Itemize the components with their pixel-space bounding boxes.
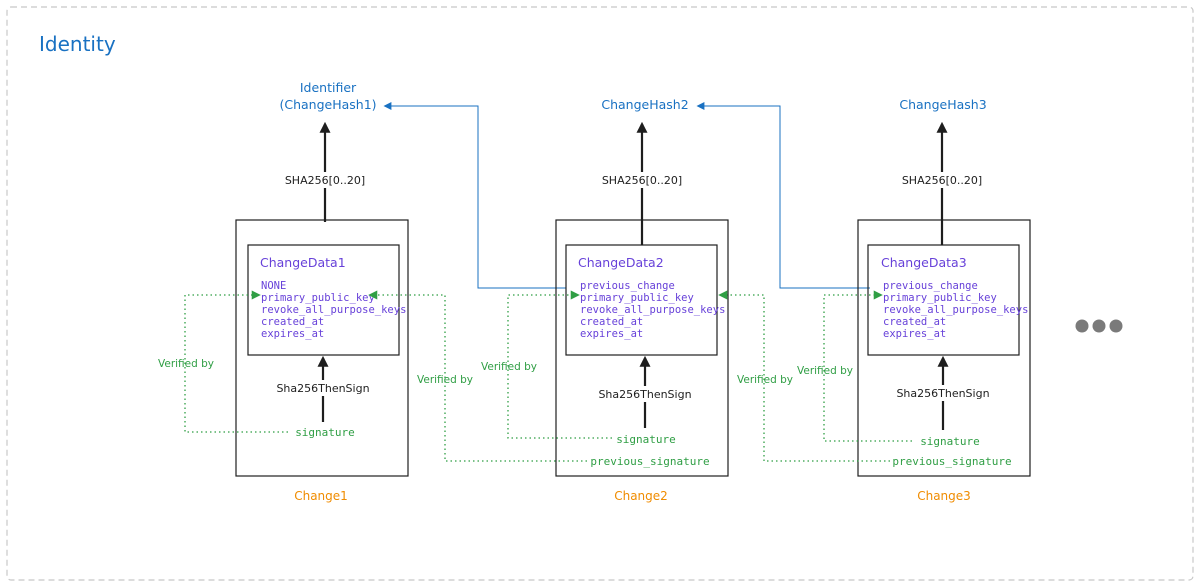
- field: primary_public_key: [261, 292, 375, 304]
- change-3: SHA256[0..20] ChangeData3 previous_chang…: [718, 121, 1031, 503]
- sign-algo-label: Sha256ThenSign: [276, 382, 369, 395]
- identity-title: Identity: [39, 32, 116, 56]
- identifier-label: Identifier: [300, 80, 357, 95]
- change-2: SHA256[0..20] ChangeData2 previous_chang…: [368, 121, 729, 503]
- change-label: Change3: [917, 489, 971, 503]
- signature-label: signature: [920, 435, 980, 448]
- hash-algo-label: SHA256[0..20]: [602, 174, 682, 187]
- field: created_at: [883, 316, 946, 328]
- change-data-box: [867, 244, 1020, 356]
- hash-algo-label: SHA256[0..20]: [902, 174, 982, 187]
- previous-change-link-3: [696, 102, 870, 289]
- change-hash1-label: (ChangeHash1): [279, 97, 376, 112]
- change-hash2-label: ChangeHash2: [601, 97, 688, 112]
- change-label: Change2: [614, 489, 668, 503]
- verified-by-label: Verified by: [417, 374, 473, 386]
- change-label: Change1: [294, 489, 348, 503]
- verify-link-signature: [823, 290, 912, 442]
- field: NONE: [261, 280, 286, 292]
- field: revoke_all_purpose_keys: [580, 304, 725, 316]
- verify-link-previous-signature: [368, 290, 587, 462]
- verified-by-label: Verified by: [797, 365, 853, 377]
- field: primary_public_key: [580, 292, 694, 304]
- previous-signature-label: previous_signature: [892, 455, 1011, 468]
- signature-label: signature: [616, 433, 676, 446]
- change-data-box: [247, 244, 400, 356]
- verified-by-label: Verified by: [158, 358, 214, 370]
- change-data-title: ChangeData1: [260, 255, 346, 270]
- signature-label: signature: [295, 426, 355, 439]
- identity-frame: [6, 6, 1194, 581]
- field: revoke_all_purpose_keys: [261, 304, 406, 316]
- change-data-title: ChangeData2: [578, 255, 664, 270]
- field: created_at: [580, 316, 643, 328]
- verify-link-signature: [507, 290, 612, 439]
- change-box: [235, 219, 409, 477]
- change-data-title: ChangeData3: [881, 255, 967, 270]
- more-dots-icon: [1075, 319, 1123, 333]
- field: previous_change: [883, 280, 978, 292]
- field: revoke_all_purpose_keys: [883, 304, 1028, 316]
- verified-by-label: Verified by: [737, 374, 793, 386]
- field: expires_at: [883, 328, 946, 340]
- verify-link-previous-signature: [718, 290, 890, 462]
- change-box: [857, 219, 1031, 477]
- sign-algo-label: Sha256ThenSign: [598, 388, 691, 401]
- change-1: SHA256[0..20] ChangeData1 NONE primary_p…: [158, 121, 409, 503]
- previous-signature-label: previous_signature: [590, 455, 709, 468]
- hash-algo-label: SHA256[0..20]: [285, 174, 365, 187]
- field: primary_public_key: [883, 292, 997, 304]
- field: created_at: [261, 316, 324, 328]
- field: previous_change: [580, 280, 675, 292]
- verified-by-label: Verified by: [481, 361, 537, 373]
- sign-algo-label: Sha256ThenSign: [896, 387, 989, 400]
- field: expires_at: [261, 328, 324, 340]
- previous-change-link-2: [383, 102, 566, 289]
- field: expires_at: [580, 328, 643, 340]
- verify-link-signature: [184, 290, 288, 433]
- change-hash3-label: ChangeHash3: [899, 97, 986, 112]
